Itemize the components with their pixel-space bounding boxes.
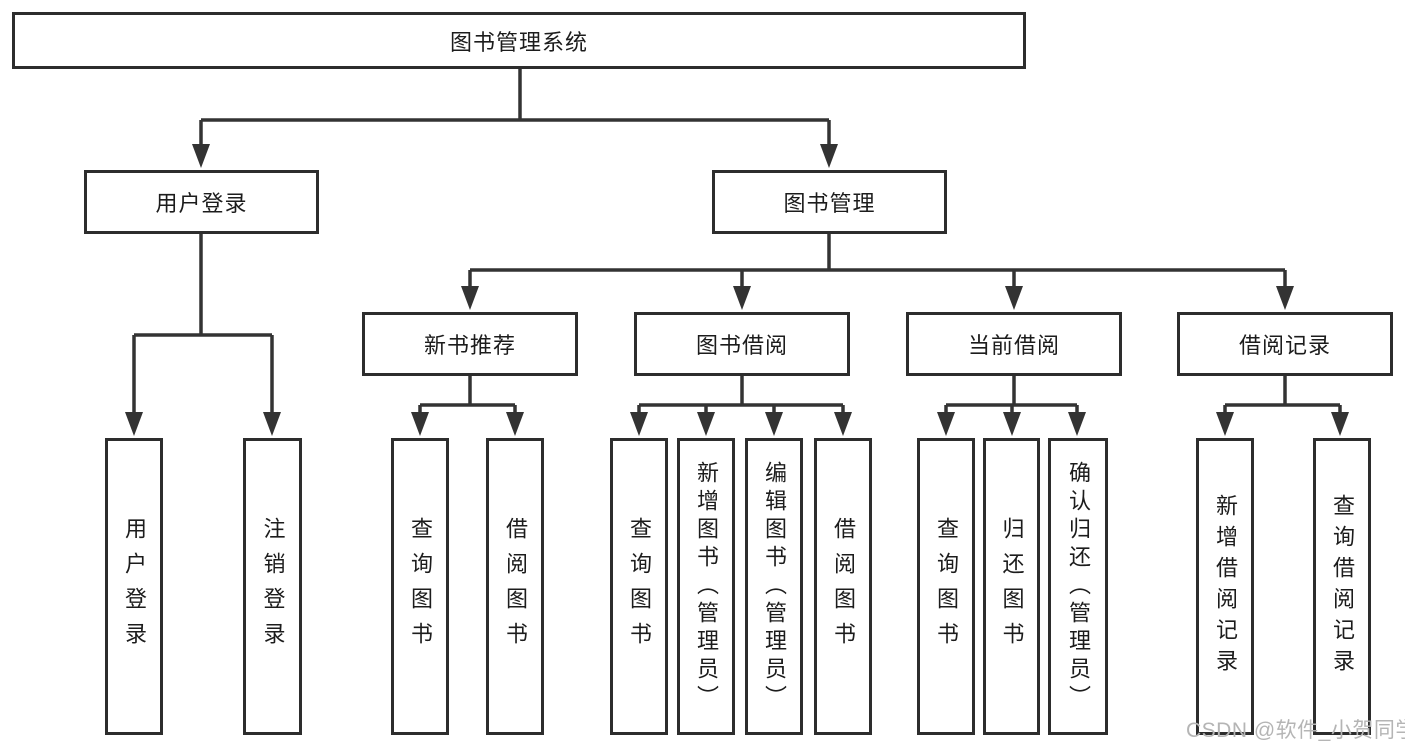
node-book-borrow: 图书借阅 [634,312,850,376]
leaf-current-query-books: 查询图书 [917,438,975,735]
leaf-user-login: 用户登录 [105,438,163,735]
node-book-management: 图书管理 [712,170,947,234]
leaf-current-confirm-return-admin: 确认归还（管理员） [1048,438,1108,735]
leaf-borrow-add-books-admin: 新增图书（管理员） [677,438,735,735]
leaf-recommend-query-books: 查询图书 [391,438,449,735]
csdn-watermark: CSDN @软件_小贺同学 [1186,719,1405,742]
leaf-current-return-books: 归还图书 [983,438,1040,735]
node-borrow-records: 借阅记录 [1177,312,1393,376]
node-current-borrow: 当前借阅 [906,312,1122,376]
tree-connector-path [132,68,1342,416]
node-root-library-system: 图书管理系统 [12,12,1026,69]
leaf-records-add-borrow-record: 新增借阅记录 [1196,438,1254,735]
leaf-recommend-borrow-books: 借阅图书 [486,438,544,735]
node-user-login: 用户登录 [84,170,319,234]
node-new-book-recommend: 新书推荐 [362,312,578,376]
leaf-logout: 注销登录 [243,438,302,735]
leaf-borrow-borrow-books: 借阅图书 [814,438,872,735]
leaf-borrow-query-books: 查询图书 [610,438,668,735]
arrowheads [125,144,1349,436]
leaf-borrow-edit-books-admin: 编辑图书（管理员） [745,438,803,735]
leaf-records-query-borrow-record: 查询借阅记录 [1313,438,1371,735]
